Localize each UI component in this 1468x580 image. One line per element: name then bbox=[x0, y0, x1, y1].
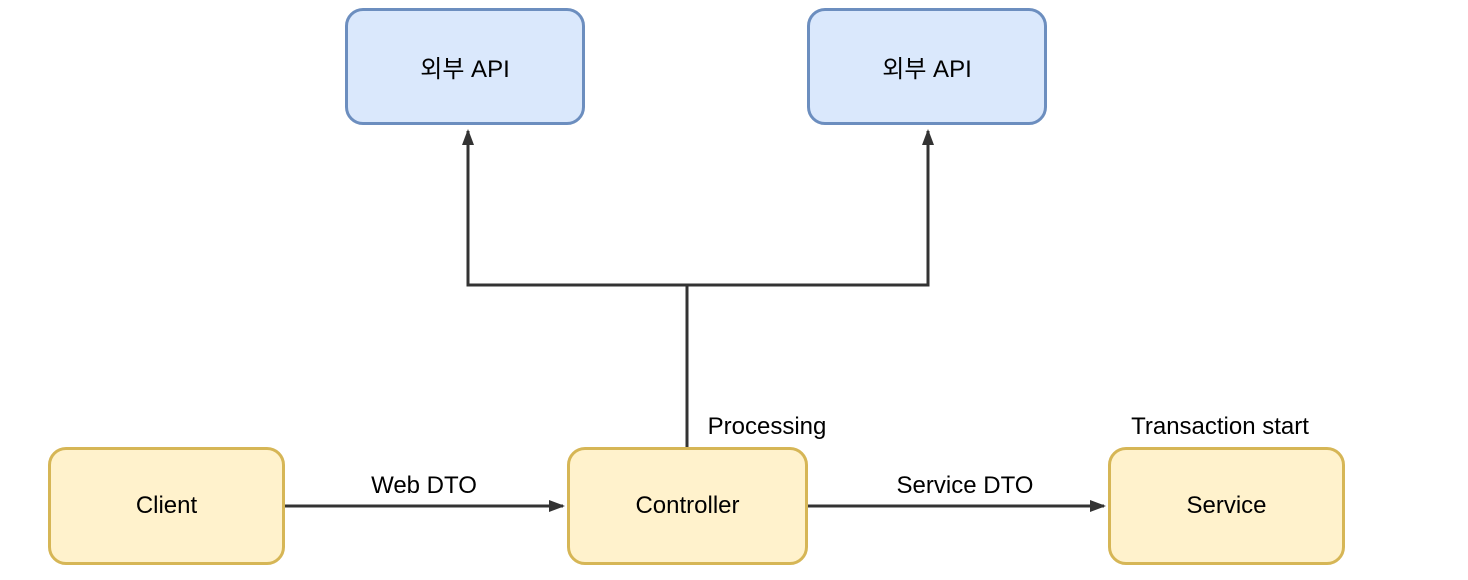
node-ext-api-left-label: 외부 API bbox=[420, 56, 510, 83]
edge-label-service-dto: Service DTO bbox=[893, 472, 1037, 500]
edge-label-web-dto: Web DTO bbox=[368, 472, 480, 500]
node-ext-api-left: 외부 API bbox=[345, 8, 585, 125]
node-service-label: Service bbox=[1186, 492, 1267, 519]
node-controller-label: Controller bbox=[635, 492, 740, 519]
node-client: Client bbox=[48, 447, 285, 565]
edge-label-transaction-start: Transaction start bbox=[1128, 413, 1312, 441]
node-ext-api-right: 외부 API bbox=[807, 8, 1047, 125]
node-client-label: Client bbox=[135, 492, 198, 519]
node-ext-api-right-label: 외부 API bbox=[882, 56, 972, 83]
edge-label-processing: Processing bbox=[704, 413, 830, 441]
node-service: Service bbox=[1108, 447, 1345, 565]
node-controller: Controller bbox=[567, 447, 808, 565]
